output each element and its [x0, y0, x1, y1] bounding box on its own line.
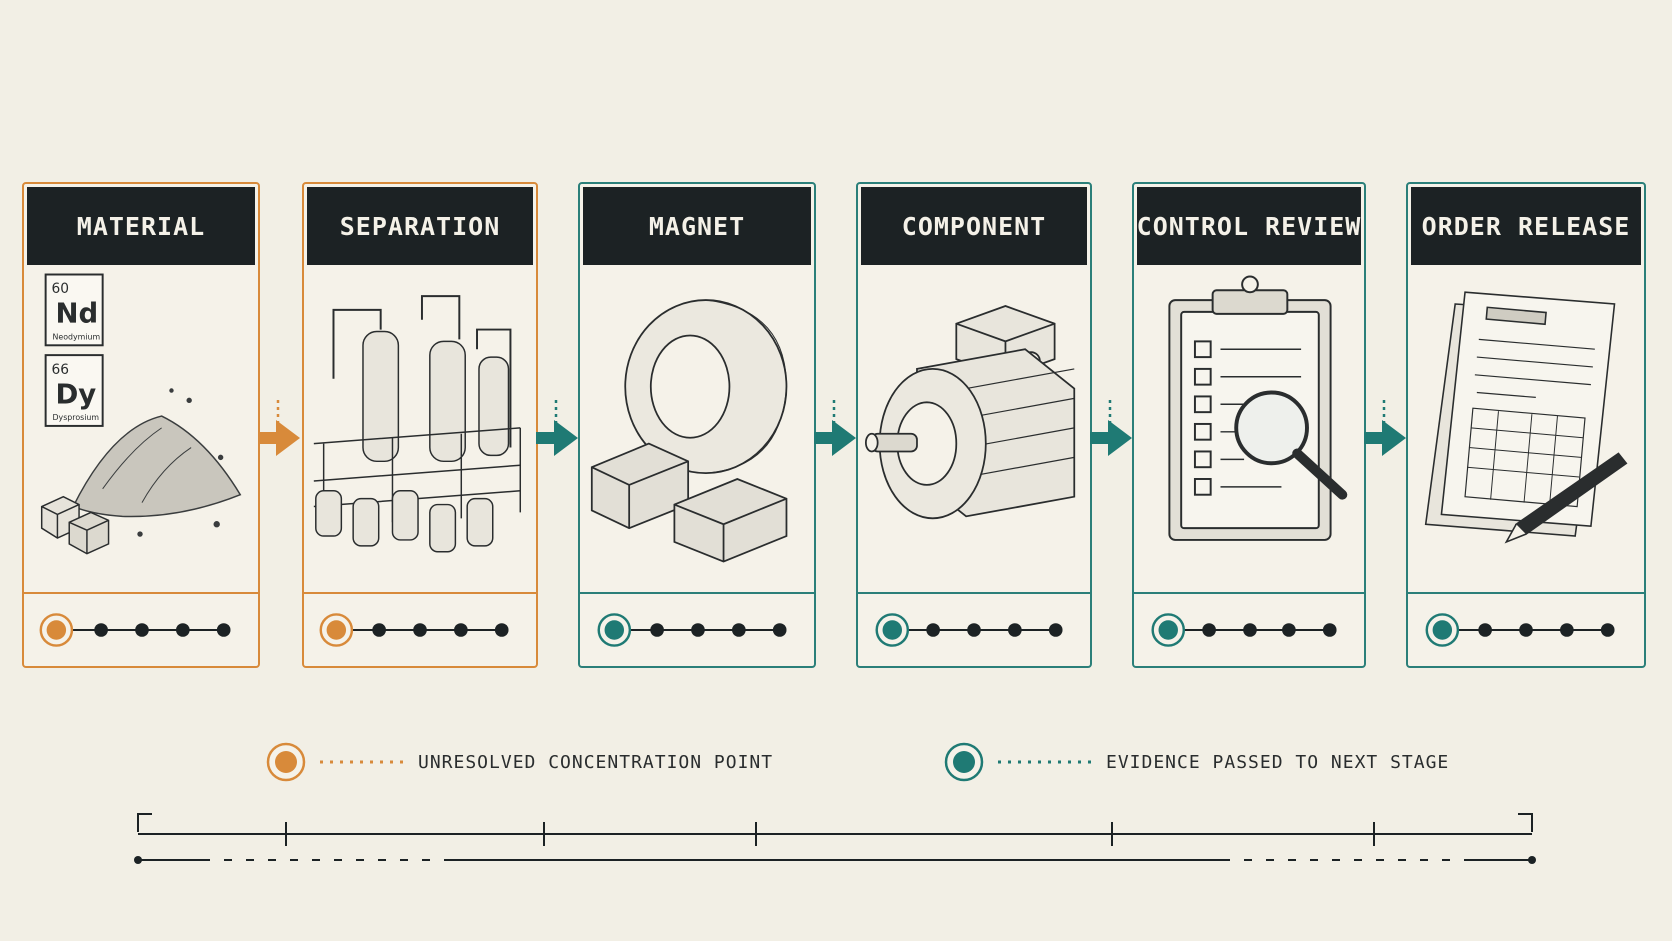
timeline-scale: [130, 806, 1540, 866]
stage-divider: [304, 592, 536, 594]
stage-progress-track: [1408, 594, 1644, 666]
legend-label: EVIDENCE PASSED TO NEXT STAGE: [1106, 751, 1450, 773]
arrow-right-icon: [814, 400, 860, 480]
stage-divider: [1408, 592, 1644, 594]
element-name: Dysprosium: [53, 413, 100, 422]
stage-title: CONTROL REVIEW: [1137, 187, 1361, 265]
electric-motor-illustration: [858, 268, 1090, 574]
legend-unresolved: UNRESOLVED CONCENTRATION POINT: [266, 742, 773, 782]
stage-magnet: MAGNET: [578, 182, 816, 668]
arrow-right-icon: [536, 400, 582, 480]
stage-title: MAGNET: [583, 187, 811, 265]
rare-earth-material-illustration: 60 Nd Neodymium 66 Dy Dysprosium: [24, 268, 258, 574]
ore-pile: [72, 388, 242, 537]
element-number: 60: [52, 281, 70, 297]
stage-order-release: ORDER RELEASE: [1406, 182, 1646, 668]
stage-component: COMPONENT: [856, 182, 1092, 668]
arrow-right-icon: [1364, 400, 1410, 480]
stage-divider: [580, 592, 814, 594]
arrow-right-icon: [1090, 400, 1136, 480]
stage-divider: [1134, 592, 1364, 594]
order-document-illustration: [1408, 268, 1644, 574]
unresolved-marker-icon: [266, 742, 404, 782]
magnet-illustration: [580, 268, 814, 574]
stage-title: MATERIAL: [27, 187, 255, 265]
stage-progress-track: [1134, 594, 1364, 666]
stage-control-review: CONTROL REVIEW: [1132, 182, 1366, 668]
legend-passed: EVIDENCE PASSED TO NEXT STAGE: [944, 742, 1449, 782]
element-symbol: Nd: [55, 298, 98, 330]
stage-progress-track: [304, 594, 536, 666]
clipboard-checklist-icon: [1134, 268, 1364, 574]
stage-title: COMPONENT: [861, 187, 1087, 265]
stage-divider: [858, 592, 1090, 594]
arrow-right-icon: [258, 400, 304, 480]
element-symbol: Dy: [55, 378, 96, 410]
stage-progress-track: [580, 594, 814, 666]
element-tile-dy: 66 Dy Dysprosium: [44, 354, 104, 427]
ore-cubes: [40, 495, 110, 555]
legend-label: UNRESOLVED CONCENTRATION POINT: [418, 751, 774, 773]
element-number: 66: [52, 362, 70, 378]
stage-separation: SEPARATION: [302, 182, 538, 668]
stage-divider: [24, 592, 258, 594]
evidence-marker-icon: [944, 742, 1092, 782]
element-name: Neodymium: [53, 332, 101, 341]
stage-title: ORDER RELEASE: [1411, 187, 1641, 265]
stage-progress-track: [858, 594, 1090, 666]
stage-title: SEPARATION: [307, 187, 533, 265]
stage-material: MATERIAL 60 Nd Neodymium 66 Dy Dysprosiu…: [22, 182, 260, 668]
stage-progress-track: [24, 594, 258, 666]
separation-plant-illustration: [304, 268, 536, 574]
magnifier-icon: [1234, 390, 1309, 466]
element-tile-nd: 60 Nd Neodymium: [44, 273, 104, 347]
